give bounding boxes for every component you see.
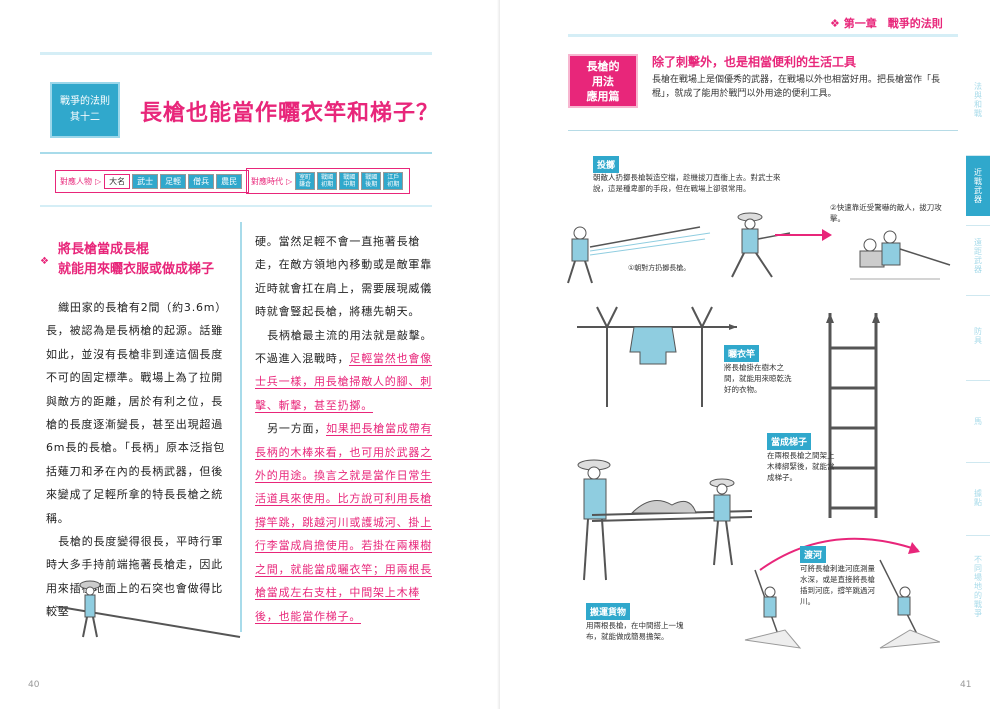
side-tab-armor[interactable]: 防具 (973, 327, 983, 345)
people-tag-row: 對應人物 ▷ 大名 武士 足輕 僧兵 農民 (55, 169, 250, 193)
cargo-caption-text: 用兩根長槍，在中間搭上一塊布，就能做成簡易擔架。 (586, 621, 684, 641)
paragraph: 織田家的長槍有2間（約3.6m）長，被認為是長柄槍的起源。話雖如此，並沒有長槍非… (46, 301, 228, 525)
cargo-caption-title: 搬運貨物 (586, 603, 631, 620)
paragraph: 硬。當然足輕不會一直拖著長槍走，在敵方領地內移動或是敵軍靠近時就會扛在肩上，需要… (255, 235, 432, 319)
drying-caption-text: 將長槍掛在樹木之間，就能用來晾乾洗好的衣物。 (724, 363, 792, 394)
tag-samurai: 武士 (132, 173, 159, 189)
tag-farmer: 農民 (216, 173, 243, 189)
triangle-right-icon: ▷ (95, 176, 102, 186)
ladder-caption-text: 在兩根長槍之間架上木棒綁緊後，就能當成梯子。 (767, 451, 835, 482)
river-caption-text: 可將長槍刺進河底測量水深，或是直接將長槍插到河底，撐竿跳過河川。 (800, 564, 875, 606)
side-tab-law[interactable]: 法與和戰 (973, 82, 983, 118)
page-title: 長槍也能當作曬衣竿和梯子？ (140, 101, 440, 126)
subheading-line2: 就能用來曬衣服或做成梯子 (58, 262, 215, 277)
throw-caption-title: 投擲 (593, 156, 620, 173)
column-divider (240, 222, 242, 632)
usage-label-line3: 應用篇 (586, 90, 620, 103)
drying-caption-title: 曬衣竿 (724, 345, 760, 362)
tag-ashigaru: 足輕 (160, 173, 187, 189)
usage-label-line2: 用法 (592, 75, 614, 88)
side-tab-horse[interactable]: 馬 (973, 416, 983, 426)
highlight-text: 如果把長槍當成帶有長柄的木棒來看，也可用於武器之外的用途。換言之就是當作日常生活… (255, 422, 433, 624)
tag-monk: 僧兵 (188, 173, 215, 189)
ashigaru-spear-illustration (55, 580, 241, 638)
side-tab-divider (966, 535, 990, 536)
people-tag-label: 對應人物 (60, 176, 92, 186)
tag-daimyo: 大名 (104, 173, 131, 189)
usage-title: 除了刺擊外，也是相當便利的生活工具 (652, 55, 857, 69)
body-column-2: 硬。當然足輕不會一直拖著長槍走，在敵方領地內移動或是敵軍靠近時就會扛在肩上，需要… (255, 230, 435, 628)
triangle-right-icon: ▷ (286, 176, 293, 186)
cargo-stretcher-illustration (577, 459, 753, 581)
river-crossing-illustration (744, 537, 940, 649)
tag-era-edo-early: 江戶初期 (383, 172, 404, 190)
tag-era-sengoku-early: 戰國初期 (317, 172, 338, 190)
section-subheading: ❖ 將長槍當成長棍 就能用來曬衣服或做成梯子 (40, 240, 230, 280)
paragraph: 長柄槍最主流的用法就是敲擊。不過進入混戰時，足輕當然也會像士兵一樣，用長槍掃敵人… (255, 328, 433, 413)
tag-era-sengoku-late: 戰國後期 (361, 172, 382, 190)
side-tab-melee[interactable]: 近戰武器 (966, 156, 990, 216)
era-tag-row: 對應時代 ▷ 室町鎌倉 戰國初期 戰國中期 戰國後期 江戶初期 (246, 168, 411, 194)
chapter-title: 第一章 戰爭的法則 (843, 17, 943, 30)
side-tab-divider (966, 295, 990, 296)
usage-description: 長槍在戰場上是個優秀的武器，在戰場以外也相當好用。把長槍當作「長棍」，就成了能用… (652, 75, 941, 99)
side-tab-terrain[interactable]: 不同場地的戰爭 (973, 554, 983, 618)
era-tag-box: 對應時代 ▷ 室町鎌倉 戰國初期 戰國中期 戰國後期 江戶初期 (246, 168, 411, 194)
highlight-text: 足輕當然也會像士兵一樣，用長槍掃敵人的腳、刺擊、斬擊，甚至扔擲。 (255, 352, 433, 413)
ladder-illustration (826, 313, 880, 518)
side-tab-divider (966, 155, 990, 156)
title-divider (40, 152, 432, 154)
people-tag-box: 對應人物 ▷ 大名 武士 足輕 僧兵 農民 (55, 169, 250, 193)
usage-label-line1: 長槍的 (586, 60, 620, 73)
rule-number: 其十二 (70, 112, 100, 123)
throw-step2: ②快速靠近受驚嚇的敵人，拔刀攻擊。 (830, 203, 942, 223)
usage-label-box: 長槍的 用法 應用篇 (568, 54, 638, 108)
usage-divider (568, 130, 958, 131)
rule-number-box: 戰爭的法則 其十二 (50, 82, 120, 138)
side-tab-ranged[interactable]: 遠距武器 (973, 238, 983, 274)
side-tab-divider (966, 462, 990, 463)
subheading-line1: 將長槍當成長棍 (58, 242, 150, 257)
side-tab-divider (966, 380, 990, 381)
side-tab-fortress[interactable]: 據點 (973, 489, 983, 507)
tag-era-muromachi: 室町鎌倉 (295, 172, 316, 190)
page-number: 40 (28, 680, 40, 690)
diamond-icon: ❖ (830, 17, 840, 30)
top-divider (40, 52, 432, 55)
tag-divider (40, 205, 432, 207)
throw-step1: ①朝對方扔擲長槍。 (628, 264, 691, 272)
body-column-1: 織田家的長槍有2間（約3.6m）長，被認為是長柄槍的起源。話雖如此，並沒有長槍非… (46, 296, 232, 624)
chapter-divider (568, 34, 958, 37)
river-caption-title: 渡河 (800, 546, 827, 563)
paragraph: 另一方面，如果把長槍當成帶有長柄的木棒來看，也可用於武器之外的用途。換言之就是當… (255, 422, 433, 624)
page-number: 41 (960, 680, 972, 690)
throw-caption-text: 朝敵人扔擲長槍製造空檔，趁機拔刀直衝上去。對武士來說，這是種卑鄙的手段，但在戰場… (593, 173, 781, 193)
throwing-illustration (567, 212, 951, 284)
side-tab-divider (966, 225, 990, 226)
era-tag-label: 對應時代 (251, 176, 283, 186)
left-page: 戰爭的法則 其十二 長槍也能當作曬衣竿和梯子？ 對應人物 ▷ 大名 武士 足輕 … (0, 0, 499, 709)
rule-label: 戰爭的法則 (60, 96, 110, 107)
drying-pole-illustration (577, 306, 737, 407)
chapter-header: ❖ 第一章 戰爭的法則 (830, 15, 943, 31)
ladder-caption-title: 當成梯子 (767, 433, 812, 450)
tag-era-sengoku-mid: 戰國中期 (339, 172, 360, 190)
diamond-icon: ❖ (40, 256, 49, 267)
